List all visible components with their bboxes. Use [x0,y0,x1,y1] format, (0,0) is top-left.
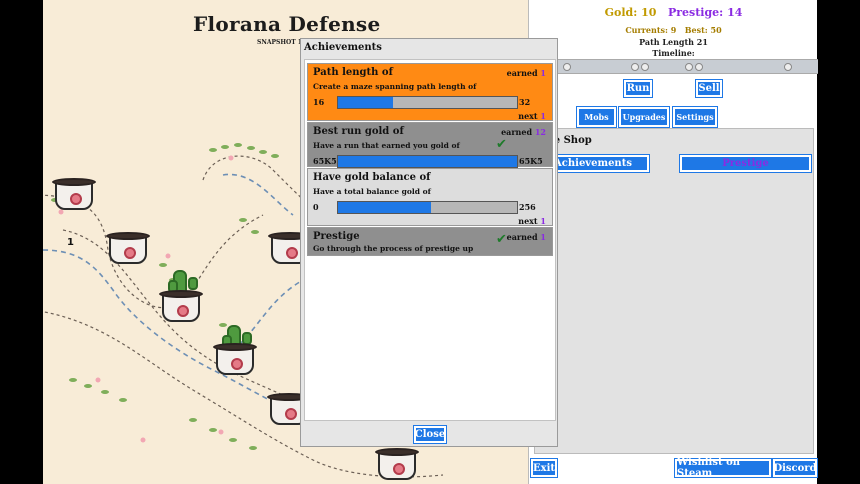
progress-fill [338,202,432,213]
gold-value: 10 [641,6,657,19]
achievement-gold-balance[interactable]: Have gold balance of Have a total balanc… [307,168,553,226]
flower-pot[interactable] [213,343,257,377]
prestige-value: 14 [727,6,743,19]
timeline-bar[interactable] [529,59,818,74]
timeline-marker[interactable] [695,63,703,71]
game-title: Florana Defense [193,12,381,36]
upgrade-shop: rade Shop Achievements Prestige [534,128,814,454]
timeline-marker[interactable] [685,63,693,71]
earned-count: 12 [534,127,546,137]
progress-fill [338,97,394,108]
flower-pot[interactable] [375,448,419,482]
achievement-earned: earned 1 [507,68,546,78]
best-label: Best: [684,25,708,35]
progress-min: 16 [313,97,325,107]
cactus-tower[interactable] [222,325,252,349]
progress-fill [338,156,517,167]
shop-prestige-button[interactable]: Prestige [680,155,811,172]
earned-count: 1 [540,232,546,242]
achievement-next: next 1 [518,216,546,226]
earned-label: earned [501,127,533,137]
game-subtitle: SNAPSHOT 1.0.x [257,39,314,46]
next-count: 1 [540,216,546,226]
currents-label: Currents: [625,25,668,35]
wave-number: 1 [67,237,74,248]
timeline-marker[interactable] [631,63,639,71]
next-label: next [518,111,538,121]
checkmark-icon: ✔ [496,137,507,152]
currents-value: 9 [670,25,677,35]
progress-bar [337,96,518,109]
progress-bar [337,155,518,168]
achievement-name: Path length of [313,67,393,78]
exit-button[interactable]: Exit [531,459,557,477]
next-count: 1 [540,111,546,121]
achievement-best-run-gold[interactable]: Best run gold of earned 12 Have a run th… [307,122,553,168]
achievement-earned: earned 12 [501,127,546,137]
achievement-prestige[interactable]: Prestige earned 1 Go through the process… [307,227,553,256]
earned-label: earned [506,232,538,242]
achievement-desc: Have a total balance gold of [313,187,431,196]
close-button[interactable]: Close [414,426,446,443]
discord-button[interactable]: Discord [773,459,817,477]
checkmark-icon: ✔ [496,232,507,247]
achievement-desc: Have a run that earned you gold of [313,141,460,150]
next-label: next [518,216,538,226]
tab-settings[interactable]: Settings [673,107,717,127]
achievements-modal: Achievements Path length of earned 1 Cre… [300,38,558,447]
tab-upgrades[interactable]: Upgrades [619,107,669,127]
gold-prestige-line: Gold: 10 Prestige: 14 [529,6,818,19]
timeline-marker[interactable] [641,63,649,71]
wishlist-steam-button[interactable]: Wishlist on Steam [675,457,771,479]
achievement-name: Have gold balance of [313,172,431,183]
flower-pot[interactable] [52,178,96,212]
progress-min: 65K5 [313,156,337,166]
tab-mobs[interactable]: Mobs [577,107,616,127]
achievement-desc: Go through the process of prestige up [313,244,474,253]
path-length: Path Length 21 [639,37,708,47]
achievement-name: Prestige [313,231,360,242]
achievement-path-length[interactable]: Path length of earned 1 Create a maze sp… [307,63,553,121]
prestige-label: Prestige: [667,6,724,19]
progress-max: 256 [519,202,536,212]
achievement-desc: Create a maze spanning path length of [313,82,477,91]
sell-button[interactable]: Sell [696,80,722,97]
side-panel: Gold: 10 Prestige: 14 Currents: 9 Best: … [528,0,818,484]
run-button[interactable]: Run [624,80,652,97]
timeline-label: Timeline: [652,48,695,58]
best-value: 50 [710,25,722,35]
earned-label: earned [506,68,538,78]
timeline-marker[interactable] [563,63,571,71]
timeline-marker[interactable] [784,63,792,71]
progress-max: 32 [519,97,531,107]
gold-label: Gold: [604,6,638,19]
shop-title: rade Shop [535,135,592,146]
currents-best-line: Currents: 9 Best: 50 [529,25,818,35]
progress-bar [337,201,518,214]
modal-title: Achievements [304,42,382,53]
flower-pot[interactable] [106,232,150,266]
achievement-next: next 1 [518,111,546,121]
earned-count: 1 [540,68,546,78]
progress-min: 0 [313,202,319,212]
progress-max: 65K5 [519,156,543,166]
achievement-earned: earned 1 [507,232,546,242]
flower-pot[interactable] [159,290,203,324]
achievements-list[interactable]: Path length of earned 1 Create a maze sp… [304,59,556,421]
achievement-name: Best run gold of [313,126,404,137]
